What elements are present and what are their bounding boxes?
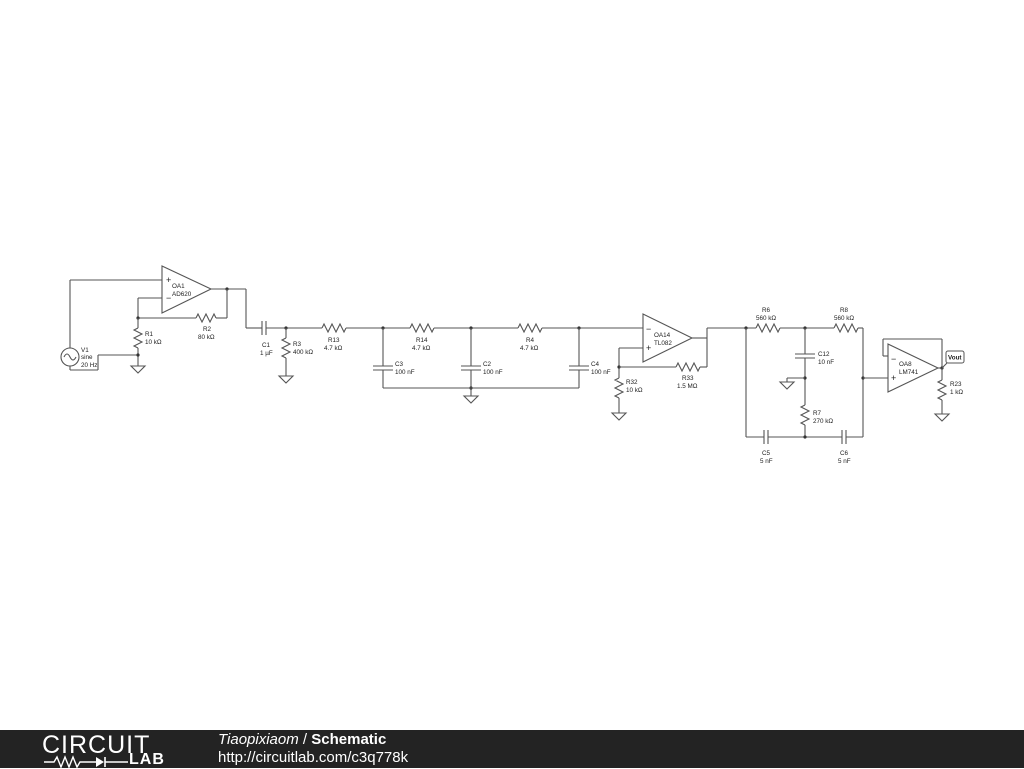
opamp-oa1[interactable] [161,265,213,314]
resistor-r7[interactable] [799,404,811,426]
r2-value: 80 kΩ [198,334,215,341]
capacitor-c1[interactable] [261,321,267,335]
c5-value: 5 nF [760,458,773,465]
resistor-r1[interactable] [132,327,144,349]
resistor-r13[interactable] [321,322,347,334]
oa1-minus-sign: − [166,293,171,303]
capacitor-c4[interactable] [569,365,589,371]
output-label: Vout [948,355,962,362]
c4-value: 100 nF [591,369,611,376]
ground-icon [277,375,295,384]
v1-ref: V1 [81,347,89,354]
r23-value: 1 kΩ [950,389,963,396]
oa1-model: AD620 [172,291,192,298]
r33-ref: R33 [682,375,694,382]
oa14-ref: OA14 [654,332,671,339]
v1-frequency: 20 Hz [81,362,97,369]
c12-value: 10 nF [818,359,834,366]
c2-ref: C2 [483,361,492,368]
logo-wordmark-bottom: LAB [129,751,165,768]
footer-username[interactable]: Tiaopixiaom [218,731,299,748]
r1-ref: R1 [145,331,154,338]
oa8-minus-sign: − [891,354,896,364]
oa14-minus-sign: − [646,324,651,334]
ground-icon [129,365,147,374]
resistor-r3[interactable] [280,337,292,359]
r8-value: 560 kΩ [834,315,854,322]
oa8-model: LM741 [899,369,919,376]
capacitor-c2[interactable] [461,365,481,371]
schematic-canvas: V1 sine 20 Hz + − OA1 AD620 R2 80 kΩ R1 … [60,265,965,465]
r13-value: 4.7 kΩ [324,345,343,352]
resistor-r4[interactable] [517,322,543,334]
ground-icon [933,413,951,422]
r8-ref: R8 [840,307,849,314]
circuitlab-logo[interactable]: CIRCUIT LAB [42,731,182,769]
r6-value: 560 kΩ [756,315,776,322]
r23-ref: R23 [950,381,962,388]
ground-icon [462,395,480,404]
r32-value: 10 kΩ [626,387,643,394]
c5-ref: C5 [762,450,771,457]
oa8-plus-sign: + [891,373,896,383]
footer-url[interactable]: http://circuitlab.com/c3q778k [218,749,409,766]
c12-ref: C12 [818,351,830,358]
resistor-r6[interactable] [755,322,781,334]
capacitor-c12[interactable] [795,353,815,359]
r32-ref: R32 [626,379,638,386]
r4-value: 4.7 kΩ [520,345,539,352]
oa1-ref: OA1 [172,283,185,290]
source-v1[interactable] [60,280,138,371]
resistor-r33[interactable] [675,361,701,373]
footer-title: Tiaopixiaom / Schematic [218,731,386,749]
resistor-r8[interactable] [833,322,859,334]
footer-doc-title: Schematic [311,731,387,748]
opamp-oa8[interactable] [887,343,940,393]
footer-separator: / [298,731,312,748]
r14-value: 4.7 kΩ [412,345,431,352]
opamp-oa14[interactable] [642,313,694,363]
c1-ref: C1 [262,342,271,349]
c6-ref: C6 [840,450,849,457]
c3-value: 100 nF [395,369,415,376]
r7-value: 270 kΩ [813,418,833,425]
c1-value: 1 µF [260,350,273,357]
oa1-plus-sign: + [166,275,171,285]
output-tag[interactable] [945,350,965,364]
oa14-model: TL082 [654,340,672,347]
logo-resistor-diode-icon [44,755,128,769]
footer-bar: CIRCUIT LAB Tiaopixiaom / Schematic http… [0,730,1024,769]
r4-ref: R4 [526,337,535,344]
r2-ref: R2 [203,326,212,333]
capacitor-c3[interactable] [373,365,393,371]
c2-value: 100 nF [483,369,503,376]
capacitor-c5[interactable] [763,430,769,444]
r33-value: 1.5 MΩ [677,383,698,390]
ground-icon [778,381,796,390]
c6-value: 5 nF [838,458,851,465]
r14-ref: R14 [416,337,428,344]
r3-ref: R3 [293,341,302,348]
r13-ref: R13 [328,337,340,344]
v1-waveform: sine [81,354,93,361]
resistor-r23[interactable] [936,379,948,401]
resistor-r32[interactable] [613,377,625,399]
capacitor-c6[interactable] [841,430,847,444]
r3-value: 400 kΩ [293,349,313,356]
ground-icon [610,412,628,421]
oa8-ref: OA8 [899,361,912,368]
c4-ref: C4 [591,361,600,368]
resistor-r14[interactable] [409,322,435,334]
r7-ref: R7 [813,410,822,417]
c3-ref: C3 [395,361,404,368]
logo-wordmark-top: CIRCUIT [42,731,151,759]
resistor-r2[interactable] [195,312,217,324]
r1-value: 10 kΩ [145,339,162,346]
oa14-plus-sign: + [646,343,651,353]
r6-ref: R6 [762,307,771,314]
